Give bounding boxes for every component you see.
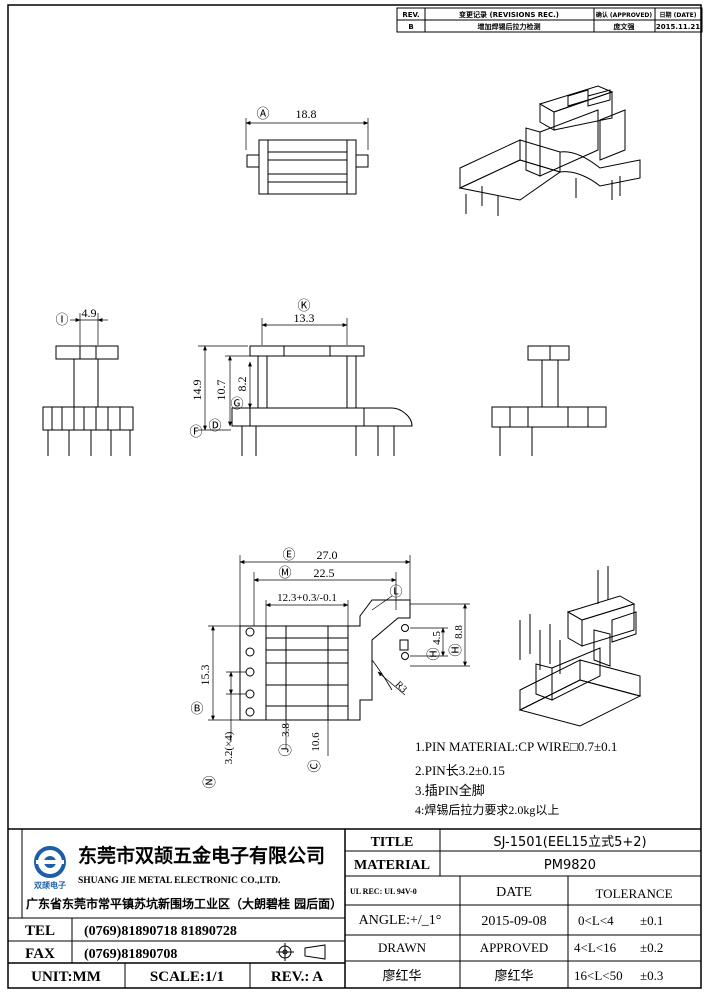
dim-b-label: Ⓑ xyxy=(190,701,203,716)
dim-j-value: 3.8 xyxy=(280,723,292,737)
dim-l-label: Ⓛ xyxy=(389,584,402,599)
company-logo: 双颉电子 xyxy=(34,846,66,890)
dim-i-label: Ⓘ xyxy=(55,312,68,327)
revision-table: REV. 变更记录 (REVISIONS REC.) 确认 (APPROVED)… xyxy=(396,7,703,33)
rev-header: REV. xyxy=(402,11,419,19)
front-view xyxy=(198,318,413,456)
dim-c-value: 10.6 xyxy=(310,732,322,752)
dim-r3-value: R3 xyxy=(393,679,409,695)
dim-d-label: Ⓓ xyxy=(208,418,221,433)
company-name-cn: 东莞市双颉五金电子有限公司 xyxy=(78,844,325,867)
approved-name: 廖红华 xyxy=(494,968,533,984)
note-4: 4:焊锡后拉力要求2.0kg以上 xyxy=(415,802,559,817)
drawn-label: DRAWN xyxy=(378,940,427,955)
note-3: 3.插PIN全脚 xyxy=(415,783,485,798)
dim-j-label: Ⓙ xyxy=(278,743,293,756)
dim-g-label: Ⓖ xyxy=(230,396,243,411)
right-view xyxy=(491,345,607,456)
ul-rec: UL REC: UL 94V-0 xyxy=(350,887,417,896)
tolerance-label: TOLERANCE xyxy=(595,886,672,901)
dim-k-label: Ⓚ xyxy=(297,298,310,313)
top-view xyxy=(245,118,369,195)
drawing-border xyxy=(7,4,702,989)
dim-h2-label: Ⓗ xyxy=(448,643,463,656)
revision-record: 增加焊锡后拉力检测 xyxy=(478,22,541,31)
bottom-view xyxy=(208,555,470,756)
revisions-header: 变更记录 (REVISIONS REC.) xyxy=(459,10,559,19)
dim-a-label: Ⓐ xyxy=(256,106,269,121)
tol-value-3: ±0.3 xyxy=(640,968,663,983)
dim-e-label: Ⓔ xyxy=(282,547,295,562)
dim-c-label: Ⓒ xyxy=(307,759,322,772)
material-value: PM9820 xyxy=(544,858,596,873)
dim-n-label: Ⓝ xyxy=(202,775,217,788)
dim-h1-value: 4.5 xyxy=(431,631,443,645)
notes: 1.PIN MATERIAL:CP WIRE□0.7±0.1 2.PIN长3.2… xyxy=(415,739,617,817)
material-label: MATERIAL xyxy=(354,858,430,873)
isometric-view-top xyxy=(458,85,641,216)
date-label: DATE xyxy=(496,885,532,900)
dim-m-value: 22.5 xyxy=(314,566,335,580)
tol-range-3: 16<L<50 xyxy=(574,968,623,983)
tol-value-1: ±0.1 xyxy=(640,913,663,928)
dim-a-value: 18.8 xyxy=(296,107,317,121)
note-1: 1.PIN MATERIAL:CP WIRE□0.7±0.1 xyxy=(415,739,617,754)
tol-range-2: 4<L<16 xyxy=(574,940,617,955)
dim-height-inner: 8.2 xyxy=(235,377,249,392)
revision-date: 2015.11.21 xyxy=(656,23,700,31)
dim-height-total: 14.9 xyxy=(190,380,204,401)
title-value: SJ-1501(EEL15立式5+2) xyxy=(493,835,646,850)
angle-text: ANGLE:+/_1° xyxy=(359,913,442,928)
company-name-en: SHUANG JIE METAL ELECTRONIC CO.,LTD. xyxy=(78,876,280,886)
dim-m-label: Ⓜ xyxy=(278,565,291,580)
approved-header: 确认 (APPROVED) xyxy=(596,11,653,19)
rev-text: REV.: A xyxy=(271,969,323,985)
dim-f-label: Ⓕ xyxy=(189,424,202,439)
approved-label: APPROVED xyxy=(480,940,549,955)
dim-height-15-3: 15.3 xyxy=(198,665,212,686)
title-block-grid xyxy=(8,828,701,988)
note-2: 2.PIN长3.2±0.15 xyxy=(415,763,505,778)
date-header: 日期 (DATE) xyxy=(660,11,697,19)
logo-text: 双颉电子 xyxy=(34,880,66,890)
dim-n-value: 3.2(×4) xyxy=(223,731,235,764)
tol-value-2: ±0.2 xyxy=(640,940,663,955)
date-value: 2015-09-08 xyxy=(481,914,546,929)
unit-text: UNIT:MM xyxy=(31,969,101,985)
fax-value: (0769)81890708 xyxy=(84,947,177,962)
company-address: 广东省东莞市常平镇苏坑新围场工业区（大朗碧桂 园后面） xyxy=(26,896,342,911)
dim-height-mid: 10.7 xyxy=(214,380,228,401)
fax-label: FAX xyxy=(25,946,55,962)
rev-value: B xyxy=(408,23,413,31)
dim-h1-label: Ⓗ xyxy=(426,647,441,660)
left-view xyxy=(42,313,134,456)
scale-text: SCALE:1/1 xyxy=(150,969,224,985)
projection-symbol xyxy=(276,943,326,961)
title-label: TITLE xyxy=(371,835,414,850)
tel-label: TEL xyxy=(25,923,55,939)
dim-h2-value: 8.8 xyxy=(453,625,465,639)
revision-approved: 庞文强 xyxy=(614,22,635,31)
dim-inner-value: 12.3+0.3/-0.1 xyxy=(277,592,337,604)
dim-e-value: 27.0 xyxy=(317,548,338,562)
dim-i-value: 4.9 xyxy=(82,306,97,320)
isometric-view-bottom xyxy=(518,566,642,727)
tel-value: (0769)81890718 81890728 xyxy=(84,924,237,939)
tol-range-1: 0<L<4 xyxy=(578,913,614,928)
drawn-name: 廖红华 xyxy=(382,968,421,984)
dim-k-value: 13.3 xyxy=(294,311,315,325)
